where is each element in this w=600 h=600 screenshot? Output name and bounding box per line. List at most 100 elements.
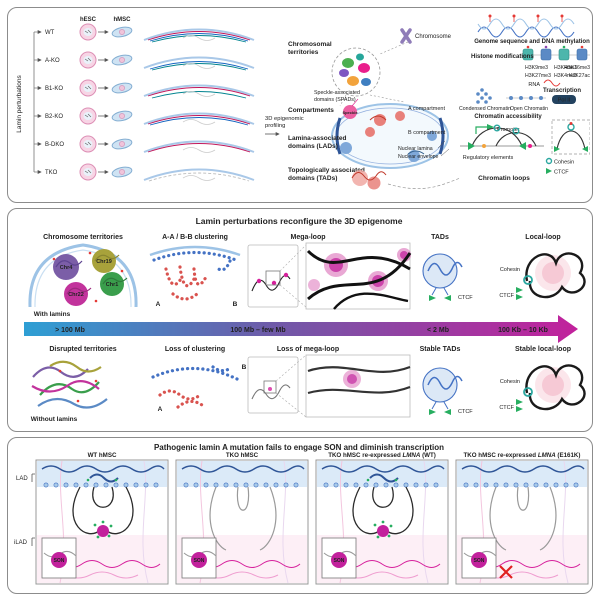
rna-label: RNA [528, 82, 540, 88]
tads-with-lamins [422, 253, 463, 301]
mark-h3k27ac: H3K27ac [569, 73, 590, 79]
lamina-leader [437, 140, 450, 157]
failed-engagement-x-icon [499, 565, 513, 579]
loss-of-clustering [151, 365, 239, 409]
pol2-label: Pol II [558, 98, 571, 104]
son-illustration: Pathogenic lamin A mutation fails to eng… [14, 443, 589, 585]
header-chromosome-territories: Chromosome territories [43, 234, 123, 241]
histone-icons [520, 45, 590, 61]
lad-tick [31, 473, 35, 482]
loop-zoom-inset [551, 119, 590, 155]
stable-local-loop-ctcf-label: CTCF [499, 405, 514, 411]
spads-label-1: Speckle-associated [314, 90, 360, 96]
lads-label-2: domains (LADs) [288, 143, 338, 150]
dna-helix-icon [477, 14, 575, 38]
son-panel: Pathogenic lamin A mutation fails to eng… [7, 437, 593, 594]
territories-with-lamins [28, 243, 138, 308]
scale-2mb: < 2 Mb [427, 327, 449, 334]
mark-h3k9me3: H3K9me3 [525, 65, 548, 71]
row-label-wt: WT [45, 30, 55, 36]
scale-100mb: > 100 Mb [55, 327, 85, 334]
regulatory-elements-label: Regulatory elements [463, 155, 514, 161]
header-loss-of-clustering: Loss of clustering [165, 346, 225, 353]
overview-illustration: Lamin perturbations hESC hMSC WT A-KO B1… [16, 14, 590, 190]
header-mega-loop: Mega-loop [291, 234, 326, 241]
hesc-cell-icons [79, 23, 97, 181]
stable-local-loop-cohesin-label: Cohesin [500, 379, 520, 385]
promoter-icon [475, 124, 494, 134]
a-dispersed-label: A [158, 406, 163, 413]
a-compartment-label: A compartment [408, 106, 445, 112]
cohesin-label: Cohesin [554, 160, 574, 166]
son-label-3: SON [334, 558, 345, 564]
subpanel-wt-hmsc [35, 459, 169, 585]
lads-label-1: Lamina-associated [288, 135, 347, 142]
mark-h3k36me3: H3K36me3 [564, 65, 590, 71]
scale-100kb-10kb: 100 Kb – 10 Kb [498, 327, 548, 334]
compartments-label: Compartments [288, 107, 334, 114]
b-dispersed-label: B [242, 364, 247, 371]
territories-inset [331, 41, 409, 107]
nucleus-diagram [331, 98, 449, 169]
profiling-label-line1: 3D epigenomic [265, 116, 304, 122]
lad-label: LAD [16, 476, 28, 482]
a-cluster-label: A [156, 301, 161, 308]
tads-label-1: Topologically associated [288, 167, 365, 174]
chr19-label: Chr19 [96, 259, 112, 265]
nuclear-envelope-thumbnails [143, 28, 255, 182]
row-label-b1ko: B1-KO [45, 86, 63, 92]
row-label-b2ko: B2-KO [45, 114, 63, 120]
chromosome-icon [400, 28, 412, 44]
ctcf-arrow-icon [546, 168, 552, 174]
chromatin-loops-label: Chromatin loops [478, 175, 530, 182]
loss-of-mega-loop [247, 354, 411, 418]
chromosomal-territories-label-1: Chromosomal [288, 41, 332, 48]
local-loop-cohesin-label: Cohesin [500, 267, 520, 273]
son-label-1: SON [54, 558, 65, 564]
genomic-scale-bar [24, 315, 578, 343]
nuclear-lamina-label: Nuclear lamina [398, 146, 433, 152]
tad-diagram [351, 170, 461, 190]
rna-squiggle-icon [543, 79, 561, 87]
b-cluster-label: B [233, 301, 238, 308]
mark-h3k4me1: H3K4me1 [554, 65, 577, 71]
hesc-column-header: hESC [80, 17, 97, 23]
scale-100mb-fewmb: 100 Mb – few Mb [230, 327, 285, 334]
condensed-chromatin-label: Condensed Chromatin [459, 106, 511, 112]
panel3-title: Pathogenic lamin A mutation fails to eng… [154, 443, 444, 452]
overview-panel: Lamin perturbations hESC hMSC WT A-KO B1… [7, 7, 593, 203]
genome-methylation-label: Genome sequence and DNA methylation [474, 39, 590, 45]
chr1-label: Chr1 [106, 282, 119, 288]
nuclear-envelope-label: Nuclear envelope [398, 154, 438, 160]
perturbation-tree [33, 30, 42, 174]
subpanel-header-lmna-e161k: TKO hMSC re-expressed LMNA (E161K) [464, 452, 581, 459]
spads-label-2: domains (SPADs) [314, 97, 356, 103]
promoter-label: Promoter [497, 127, 520, 133]
pol2-badge [552, 95, 576, 104]
ilad-tick [31, 537, 35, 546]
open-chromatin-icon [506, 96, 546, 100]
open-chromatin-label: Open Chromatin [510, 106, 548, 112]
chromosome-label: Chromosome [415, 34, 452, 40]
row-label-bdko: B-DKO [45, 142, 64, 148]
chromosomal-territories-label-2: territories [288, 49, 319, 56]
subpanel-header-lmna-wt: TKO hMSC re-expressed LMNA (WT) [328, 452, 436, 459]
lamin-perturbations-label: Lamin perturbations [16, 75, 23, 133]
b-compartment-label: B compartment [408, 130, 446, 136]
chromatin-accessibility-label: Chromatin accessibility [474, 114, 542, 120]
header-aabb-clustering: A-A / B-B clustering [162, 234, 228, 241]
mark-h3k4me3: H3K4me3 [554, 73, 577, 79]
clustering-with-lamins [149, 245, 241, 301]
mark-h3k27me3: H3K27me3 [525, 73, 551, 79]
row-label-tko: TKO [45, 170, 58, 176]
header-stable-local-loop: Stable local-loop [515, 346, 571, 353]
stable-local-loop [516, 364, 586, 412]
subpanel-header-tko: TKO hMSC [226, 452, 259, 459]
tads-label-2: domains (TADs) [288, 175, 337, 182]
son-label-4: SON [474, 558, 485, 564]
subpanel-lmna-e161k [455, 459, 589, 585]
header-local-loop: Local-loop [525, 234, 560, 241]
reconfiguration-panel: Lamin perturbations reconfigure the 3D e… [7, 208, 593, 432]
differentiation-arrows [98, 30, 109, 174]
header-stable-tads: Stable TADs [420, 346, 461, 353]
